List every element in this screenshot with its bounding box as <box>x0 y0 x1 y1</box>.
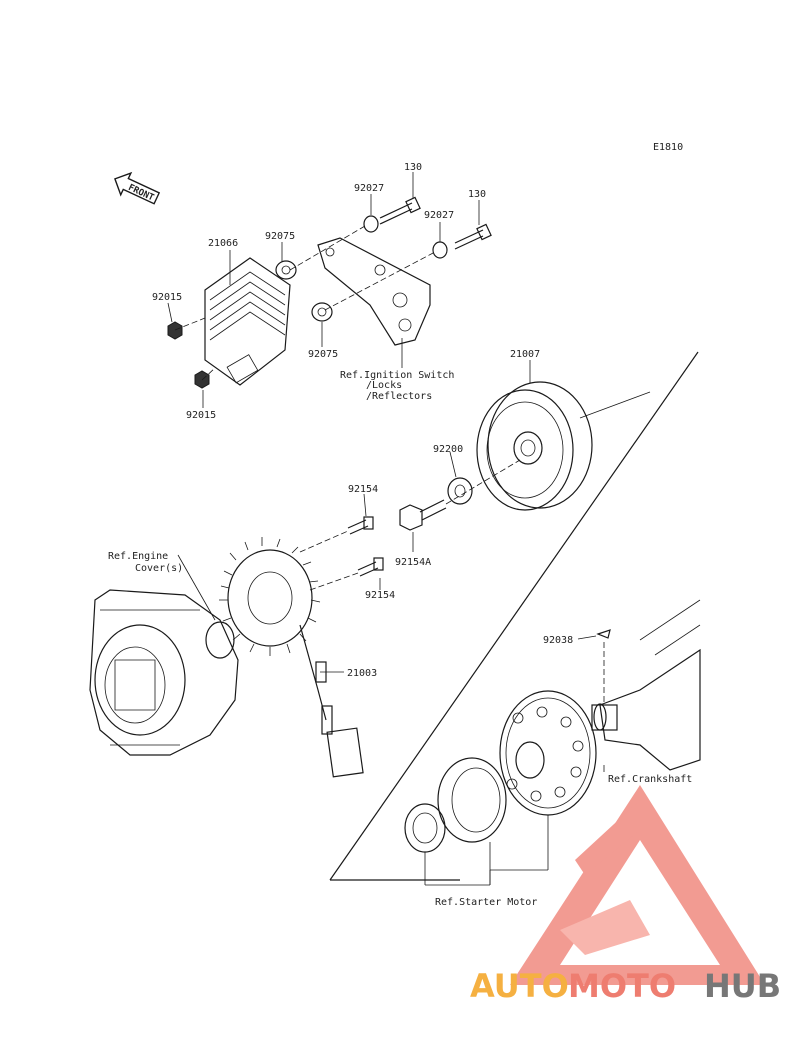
grommet-92075-lower <box>311 302 333 322</box>
diagram-code: E1810 <box>653 142 683 153</box>
regulator-rectifier <box>204 257 291 386</box>
leader-lines <box>167 172 651 886</box>
watermark-moto: MOTO <box>568 967 676 1005</box>
label-21003: 21003 <box>347 668 377 679</box>
label-92075-lower: 92075 <box>308 349 338 360</box>
label-92015-lower: 92015 <box>186 410 216 421</box>
label-92154-upper: 92154 <box>348 484 378 495</box>
watermark-logo <box>510 785 765 985</box>
label-92200: 92200 <box>433 444 463 455</box>
label-92027-right: 92027 <box>424 210 454 221</box>
label-92038: 92038 <box>543 635 573 646</box>
ref-engine-cover-line2: Cover(s) <box>135 563 183 574</box>
watermark-text: AUTO MOTO HUB <box>470 967 781 1005</box>
bracket <box>317 237 431 346</box>
bolt-92154-upper <box>347 516 374 535</box>
ref-engine-cover-line1: Ref.Engine <box>108 551 168 562</box>
ref-ignition-line1: Ref.Ignition Switch <box>340 370 454 381</box>
stator <box>219 537 364 778</box>
grommet-92075-upper <box>275 260 297 280</box>
section-divider-lines <box>329 351 699 881</box>
ref-crankshaft: Ref.Crankshaft <box>608 774 692 785</box>
starter-clutch-gear <box>499 690 597 816</box>
label-130-right: 130 <box>468 189 486 200</box>
starter-clutch-housing <box>437 757 507 843</box>
label-92154A: 92154A <box>395 557 431 568</box>
crankshaft <box>591 599 701 771</box>
bolt-130-right <box>454 223 492 250</box>
nut-92015-upper <box>167 321 183 340</box>
bolt-130-left <box>379 196 421 225</box>
ref-ignition-line3: /Reflectors <box>366 391 432 402</box>
one-way-clutch <box>404 803 446 853</box>
label-92154-lower: 92154 <box>365 590 395 601</box>
watermark-hub: HUB <box>704 967 781 1005</box>
label-92075-upper: 92075 <box>265 231 295 242</box>
label-92015-upper: 92015 <box>152 292 182 303</box>
label-92027-left: 92027 <box>354 183 384 194</box>
label-21066: 21066 <box>208 238 238 249</box>
ref-ignition-line2: /Locks <box>366 380 402 391</box>
collar-92027-right <box>432 241 448 259</box>
bolt-92154A <box>399 499 447 531</box>
washer-92200 <box>447 477 473 505</box>
label-21007: 21007 <box>510 349 540 360</box>
watermark-auto: AUTO <box>470 967 569 1005</box>
ref-starter-motor: Ref.Starter Motor <box>435 897 537 908</box>
collar-92027-left <box>363 215 379 233</box>
label-130-left: 130 <box>404 162 422 173</box>
bolt-92154-lower <box>357 557 384 577</box>
front-arrow-icon: FRONT <box>114 171 161 205</box>
rotor-flywheel <box>476 381 593 511</box>
engine-cover <box>89 589 239 756</box>
